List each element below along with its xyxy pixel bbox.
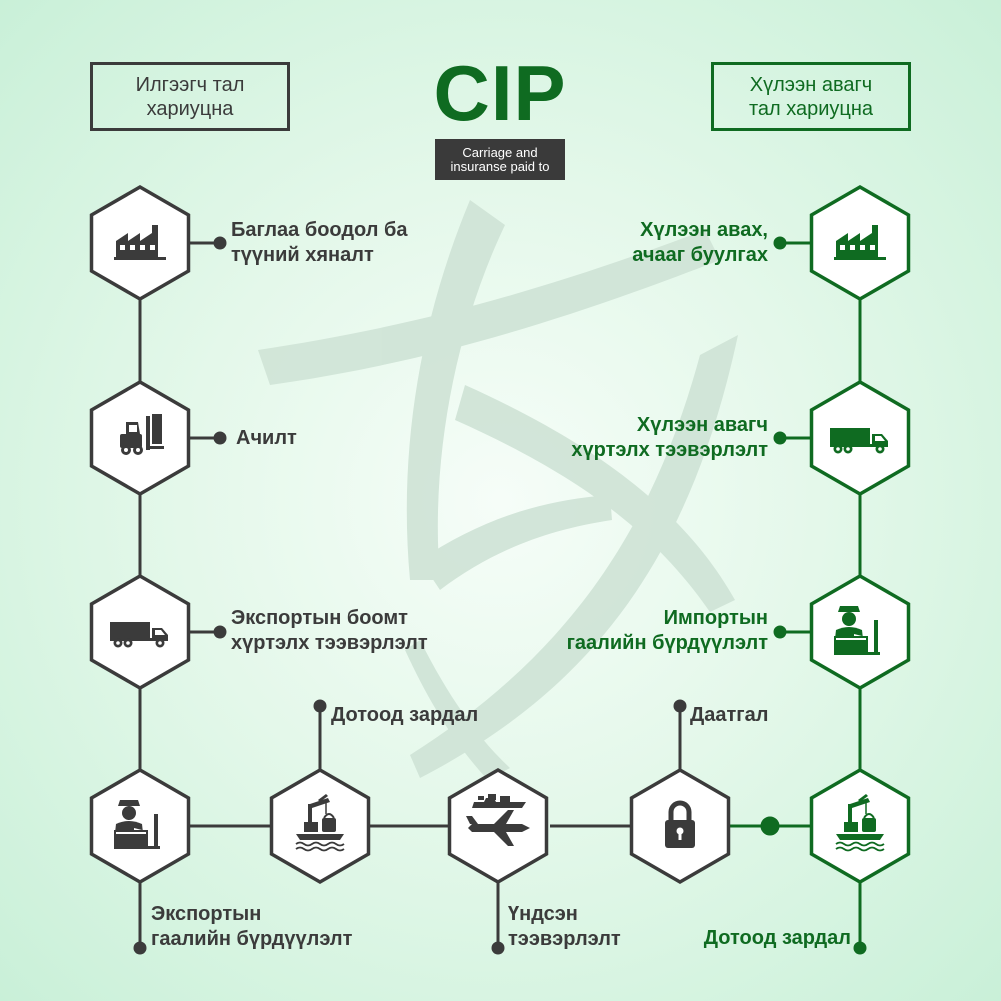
node-main-carriage	[447, 767, 549, 885]
background-swoosh-logo	[258, 200, 738, 780]
seller-node-export-transport	[89, 573, 191, 691]
step-label-packaging: Баглаа боодол ба түүний хяналт	[231, 219, 408, 266]
incoterm-title: CIP	[433, 49, 567, 137]
node-internal-costs	[269, 767, 371, 885]
buyer-node-internal-costs	[809, 767, 911, 885]
incoterm-subtitle: Carriage and insuranse paid to	[435, 139, 565, 180]
buyer-node-receiving	[809, 184, 911, 302]
step-label-main-carriage: Үндсэн тээвэрлэлт	[508, 903, 621, 950]
step-label-insurance: Даатгал	[690, 704, 769, 726]
seller-node-packaging	[89, 184, 191, 302]
step-label-export-customs: Экспортын гаалийн бүрдүүлэлт	[151, 903, 353, 950]
hexagon-frame	[269, 767, 371, 885]
step-label-receiving: Хүлээн авах, ачааг буулгах	[632, 219, 768, 266]
buyer-node-transport	[809, 379, 911, 497]
seller-connectors	[133, 236, 687, 955]
step-label-loading: Ачилт	[236, 427, 297, 449]
seller-responsibility-box: Илгээгч тал хариуцна	[90, 62, 290, 131]
step-label-buyer-transport: Хүлээн авагч хүртэлх тээвэрлэлт	[571, 414, 768, 461]
seller-node-export-customs	[89, 767, 191, 885]
step-label-buyer-internal-costs: Дотоод зардал	[703, 927, 851, 949]
buyer-node-import-customs	[809, 573, 911, 691]
node-insurance	[629, 767, 731, 885]
step-label-internal-costs: Дотоод зардал	[331, 704, 479, 726]
buyer-responsibility-box: Хүлээн авагч тал хариуцна	[711, 62, 911, 131]
step-label-export-transport: Экспортын боомт хүртэлх тээвэрлэлт	[231, 607, 428, 654]
buyer-connectors	[730, 236, 867, 955]
hexagon-frame	[809, 767, 911, 885]
seller-node-loading	[89, 379, 191, 497]
step-label-import-customs: Импортын гаалийн бүрдүүлэлт	[566, 607, 768, 654]
